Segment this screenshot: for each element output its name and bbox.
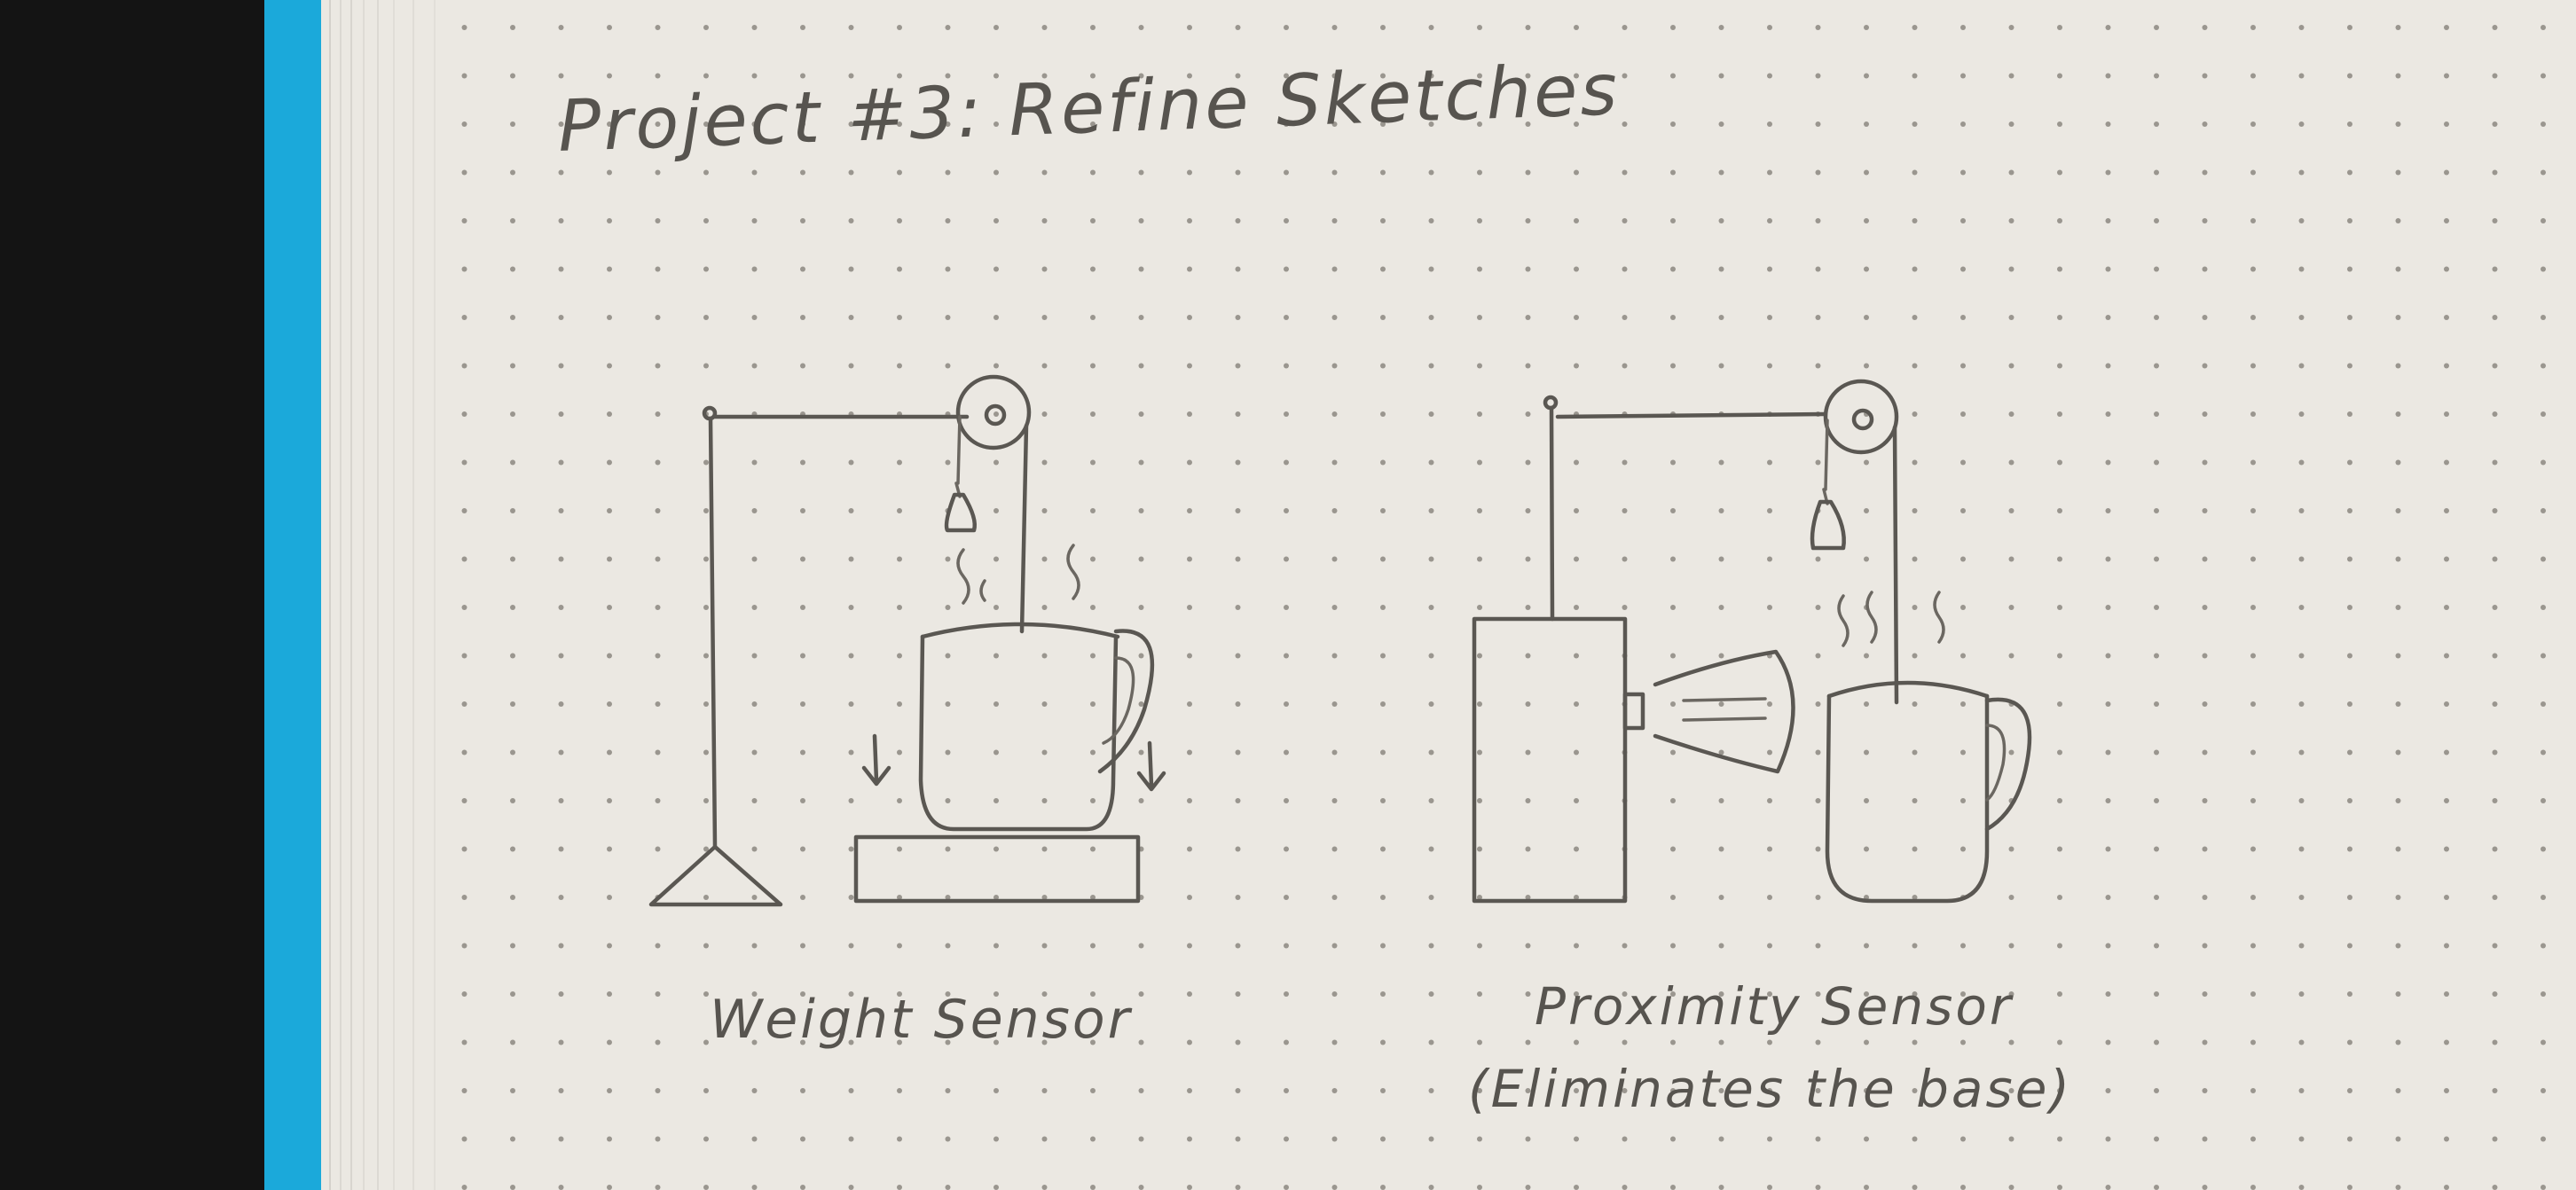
weight-sensor-caption: Weight Sensor [710, 989, 1133, 1051]
proximity-sensor-caption: Proximity Sensor [1535, 976, 2014, 1037]
notebook-cover-edge [264, 0, 325, 1190]
proximity-sensor-subcaption: (Eliminates the base) [1468, 1059, 2072, 1119]
